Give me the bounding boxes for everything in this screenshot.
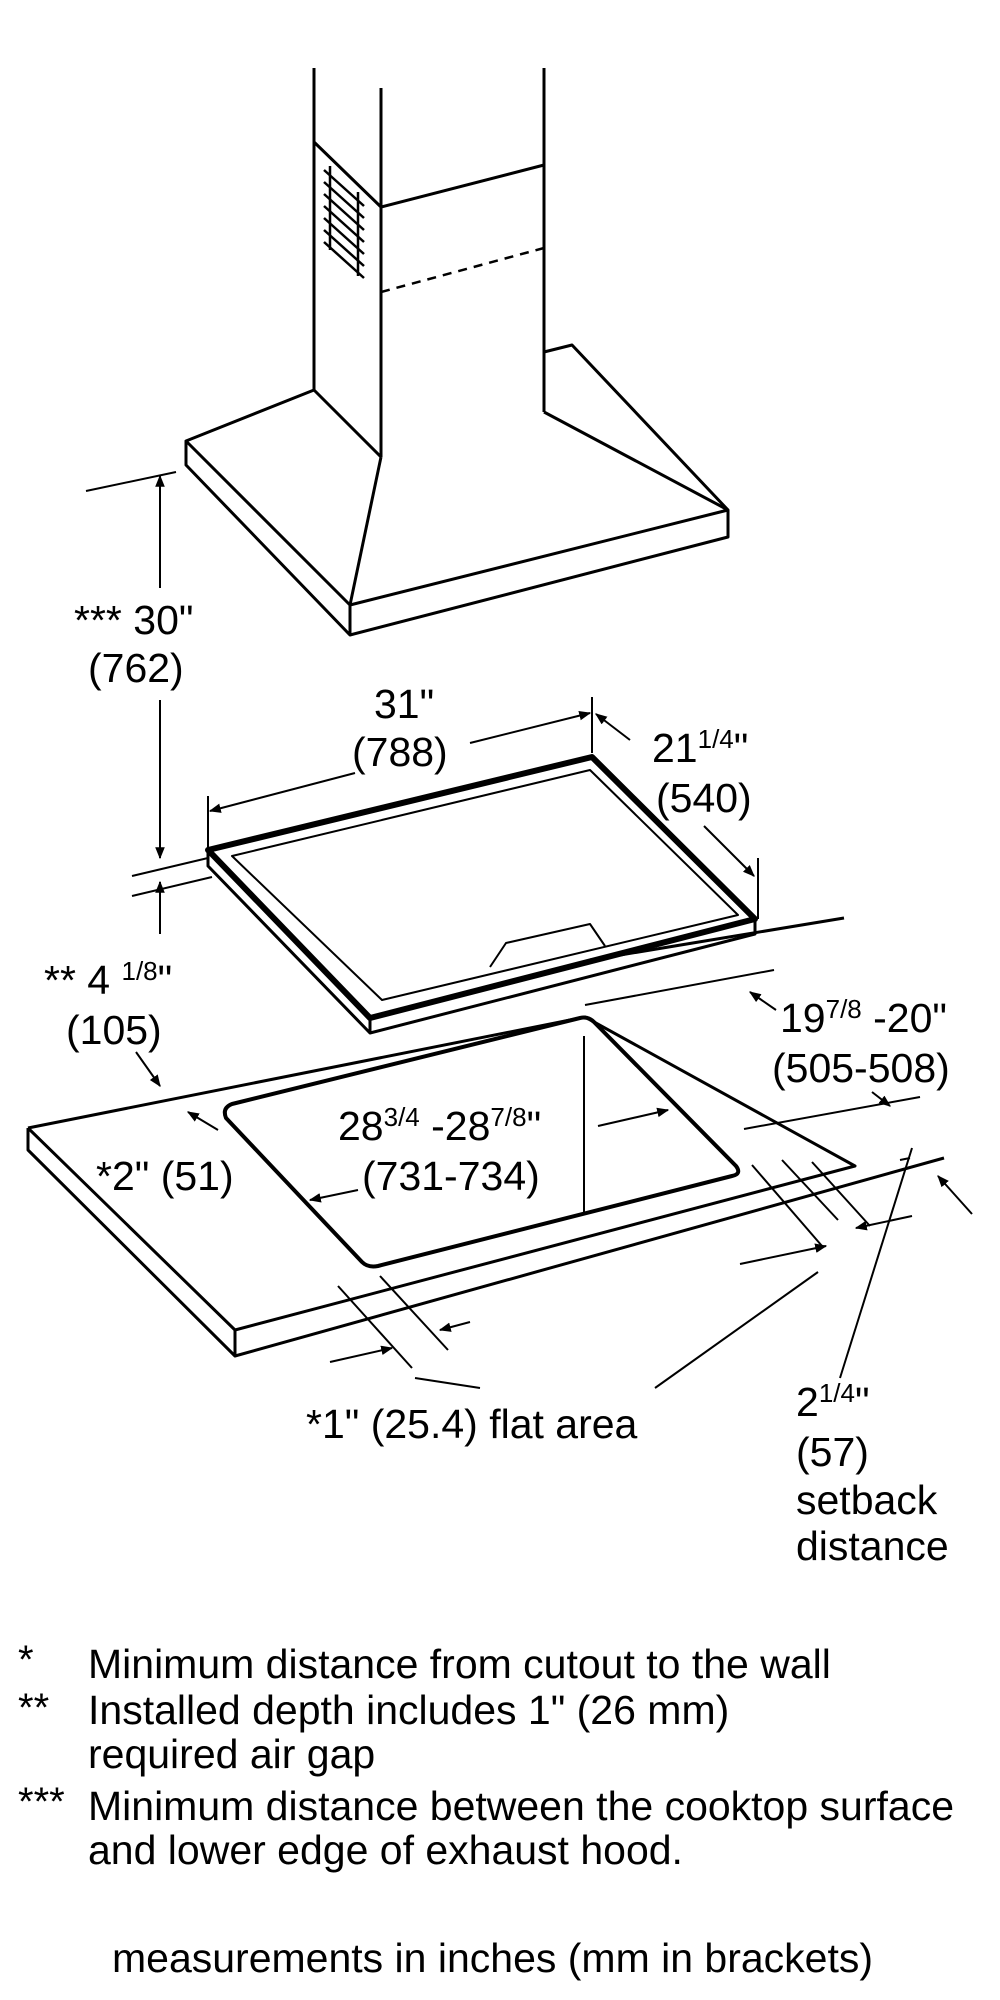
wall-distance-label: *2" (51) (96, 1153, 234, 1199)
note-text: Installed depth includes 1" (26 mm) requ… (88, 1687, 730, 1777)
cutout-width-mm: (731-734) (362, 1153, 540, 1199)
cooktop-width-mm: (788) (352, 729, 448, 775)
note-symbol: ** (18, 1686, 50, 1730)
hood-height-label: *** 30" (74, 597, 193, 643)
vent-grille (323, 166, 365, 279)
note-text: Minimum distance between the cooktop sur… (88, 1783, 955, 1873)
cutout-width-label: 283/4 -287/8" (338, 1102, 541, 1149)
countertop (26, 916, 945, 1358)
hood-height-mm: (762) (88, 645, 184, 691)
dimension-lines (85, 471, 973, 1389)
exhaust-hood (184, 68, 730, 637)
note-symbol: *** (18, 1780, 65, 1824)
setback-text-1: setback (796, 1477, 938, 1523)
setback-label: 21/4" (796, 1378, 870, 1425)
cooktop-width-label: 31" (374, 681, 434, 727)
flat-area-label: *1" (25.4) flat area (306, 1401, 638, 1447)
cutout-depth-label: 197/8 -20" (780, 994, 947, 1041)
cooktop-depth-mm: (540) (656, 775, 752, 821)
note-symbol: * (18, 1638, 34, 1682)
installed-depth-label: ** 4 1/8" (44, 956, 172, 1003)
cutout-depth-mm: (505-508) (772, 1045, 950, 1091)
measurement-units-note: measurements in inches (mm in brackets) (112, 1935, 874, 1981)
dimension-labels: *** 30" (762) 31" (788) 211/4" (540) ** … (44, 597, 950, 1569)
note-text: Minimum distance from cutout to the wall (88, 1641, 831, 1687)
cooktop (205, 754, 758, 1035)
setback-text-2: distance (796, 1523, 949, 1569)
cooktop-depth-label: 211/4" (652, 724, 748, 771)
setback-mm: (57) (796, 1429, 869, 1475)
installed-depth-mm: (105) (66, 1007, 162, 1053)
